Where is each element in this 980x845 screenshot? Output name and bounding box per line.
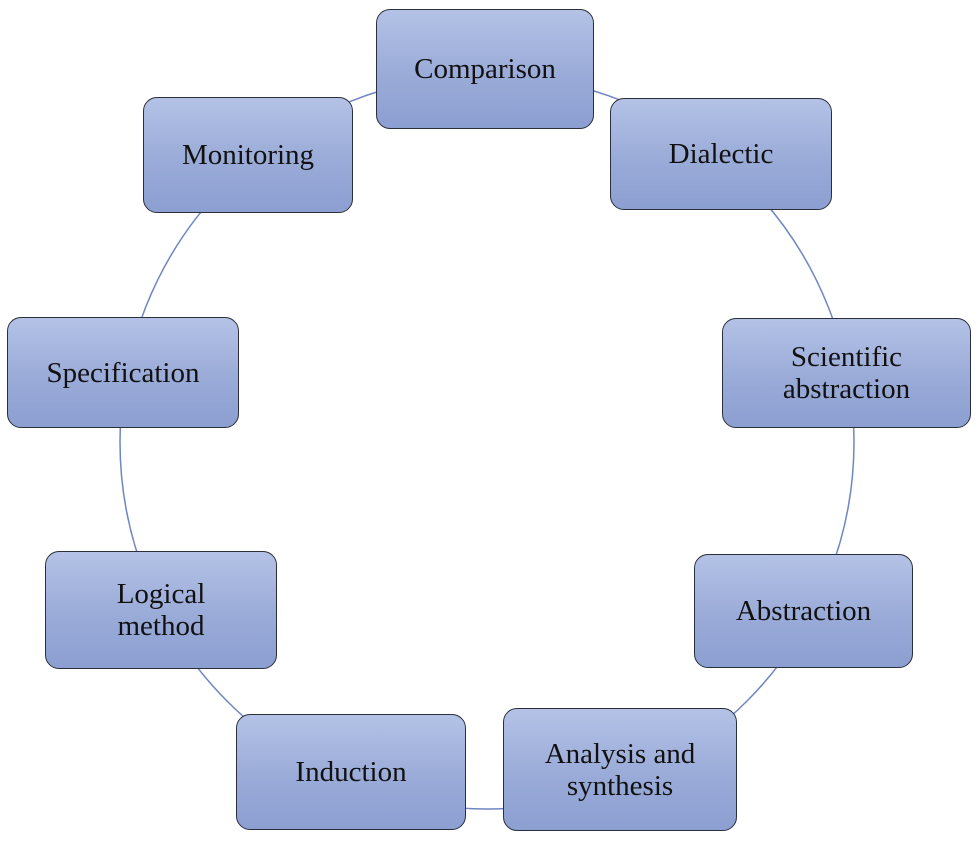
node-label: Induction — [295, 756, 407, 788]
node-analysis-and-synthesis: Analysis and synthesis — [503, 708, 737, 831]
node-monitoring: Monitoring — [143, 97, 353, 213]
node-label: Logical method — [116, 578, 206, 642]
node-label: Dialectic — [668, 138, 774, 170]
node-label: Scientific abstraction — [782, 341, 911, 405]
node-label: Comparison — [414, 53, 556, 85]
node-induction: Induction — [236, 714, 466, 830]
node-label: Monitoring — [181, 139, 315, 171]
node-label: Specification — [46, 356, 200, 389]
node-specification: Specification — [7, 317, 239, 428]
node-comparison: Comparison — [376, 9, 594, 129]
node-label: Abstraction — [735, 595, 872, 627]
node-label: Analysis and synthesis — [544, 737, 696, 802]
node-dialectic: Dialectic — [610, 98, 832, 210]
node-logical-method: Logical method — [45, 551, 277, 669]
node-scientific-abstraction: Scientific abstraction — [722, 318, 971, 428]
node-abstraction: Abstraction — [694, 554, 913, 668]
